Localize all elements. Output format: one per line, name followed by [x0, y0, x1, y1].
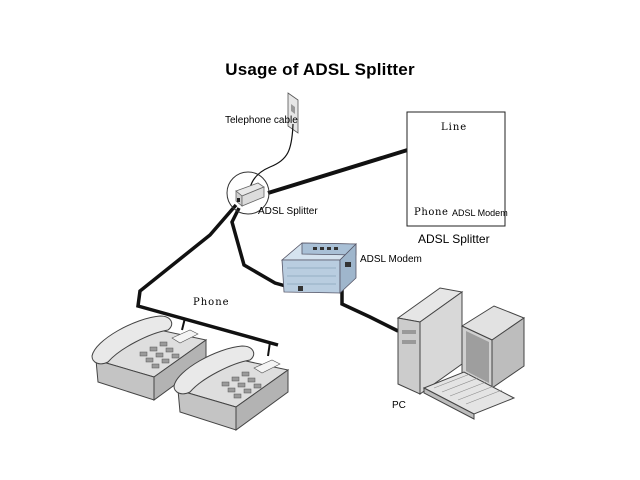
splitter-detail-box	[406, 111, 506, 227]
telephone-cable	[249, 123, 294, 189]
telephone-1	[91, 315, 208, 401]
cable-to-line	[267, 146, 415, 195]
telephone-2	[173, 345, 290, 431]
adsl-splitter-label: ADSL Splitter	[258, 206, 318, 217]
telephone-cable-label: Telephone cable	[225, 115, 298, 126]
pc-label: PC	[392, 400, 406, 411]
box-adsl-modem-label: ADSL Modem	[452, 208, 508, 218]
phone-cord-2	[267, 341, 271, 357]
cable-modem-to-pc	[340, 276, 399, 333]
phone-label: Phone	[193, 297, 230, 308]
diagram-title: Usage of ADSL Splitter	[225, 60, 415, 79]
adsl-modem-device	[280, 242, 357, 294]
box-phone-label: Phone	[414, 207, 449, 218]
pc-computer	[396, 287, 526, 420]
splitter-device	[226, 171, 270, 215]
wall-jack	[287, 92, 299, 134]
box-caption: ADSL Splitter	[418, 232, 490, 246]
phone-cord-1	[181, 317, 186, 331]
adsl-modem-label: ADSL Modem	[360, 254, 422, 265]
box-line-label: Line	[441, 122, 468, 133]
